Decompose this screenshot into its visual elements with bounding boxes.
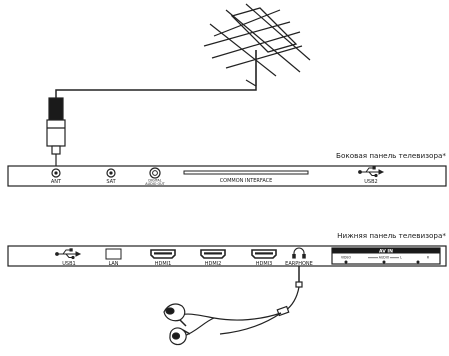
digital-audio-out-label-1: DIGITAL (148, 179, 161, 183)
earphones-icon (163, 266, 303, 346)
lan-label: LAN (108, 261, 118, 267)
av-in-video-label: VIDEO (341, 256, 352, 260)
usb-icon (55, 248, 82, 260)
sat-port (106, 168, 116, 178)
usb1-label: USB1 (62, 261, 75, 267)
common-interface-slot (183, 170, 309, 175)
ant-port (51, 168, 61, 178)
av-in-audio-r-label: R (427, 256, 430, 260)
side-panel-caption: Боковая панель телевизора* (336, 151, 446, 160)
digital-audio-out-label-2: AUDIO OUT (145, 182, 165, 186)
antenna-cable (55, 86, 257, 98)
digital-audio-out-port (149, 167, 161, 179)
bottom-panel-caption: Нижняя панель телевизора* (337, 231, 446, 240)
lan-icon (105, 248, 122, 260)
av-in-audio-l-label: L (400, 256, 402, 260)
antenna-icon (203, 3, 311, 87)
ant-label: ANT (51, 179, 62, 185)
av-in-video-jack (344, 260, 348, 264)
common-interface-label: COMMON INTERFACE (220, 178, 273, 184)
hdmi-icon (150, 249, 176, 259)
coax-plug-icon (46, 97, 66, 168)
hdmi2-label: HDMI2 (205, 261, 222, 267)
usb-icon (358, 166, 385, 178)
hdmi3-label: HDMI3 (256, 261, 273, 267)
usb2-label: USB2 (364, 179, 377, 185)
bottom-panel: USB1 LAN HDMI1 HDMI2 HDMI3 EARPHONE (7, 245, 447, 267)
side-panel: ANT SAT DIGITAL AUDIO OUT COMMON INTERFA… (7, 165, 447, 187)
hdmi-icon (251, 249, 277, 259)
av-in-title: AV IN (379, 249, 393, 255)
headphone-icon (292, 247, 306, 259)
av-in-block: AV IN VIDEO AUDIO L R (331, 247, 441, 265)
earphone-label: EARPHONE (285, 261, 313, 267)
av-in-audio-l-jack (382, 260, 386, 264)
av-in-audio-r-jack (416, 260, 420, 264)
sat-label: SAT (106, 179, 116, 185)
hdmi-icon (200, 249, 226, 259)
av-in-audio-label: AUDIO (379, 256, 390, 260)
hdmi1-label: HDMI1 (155, 261, 172, 267)
